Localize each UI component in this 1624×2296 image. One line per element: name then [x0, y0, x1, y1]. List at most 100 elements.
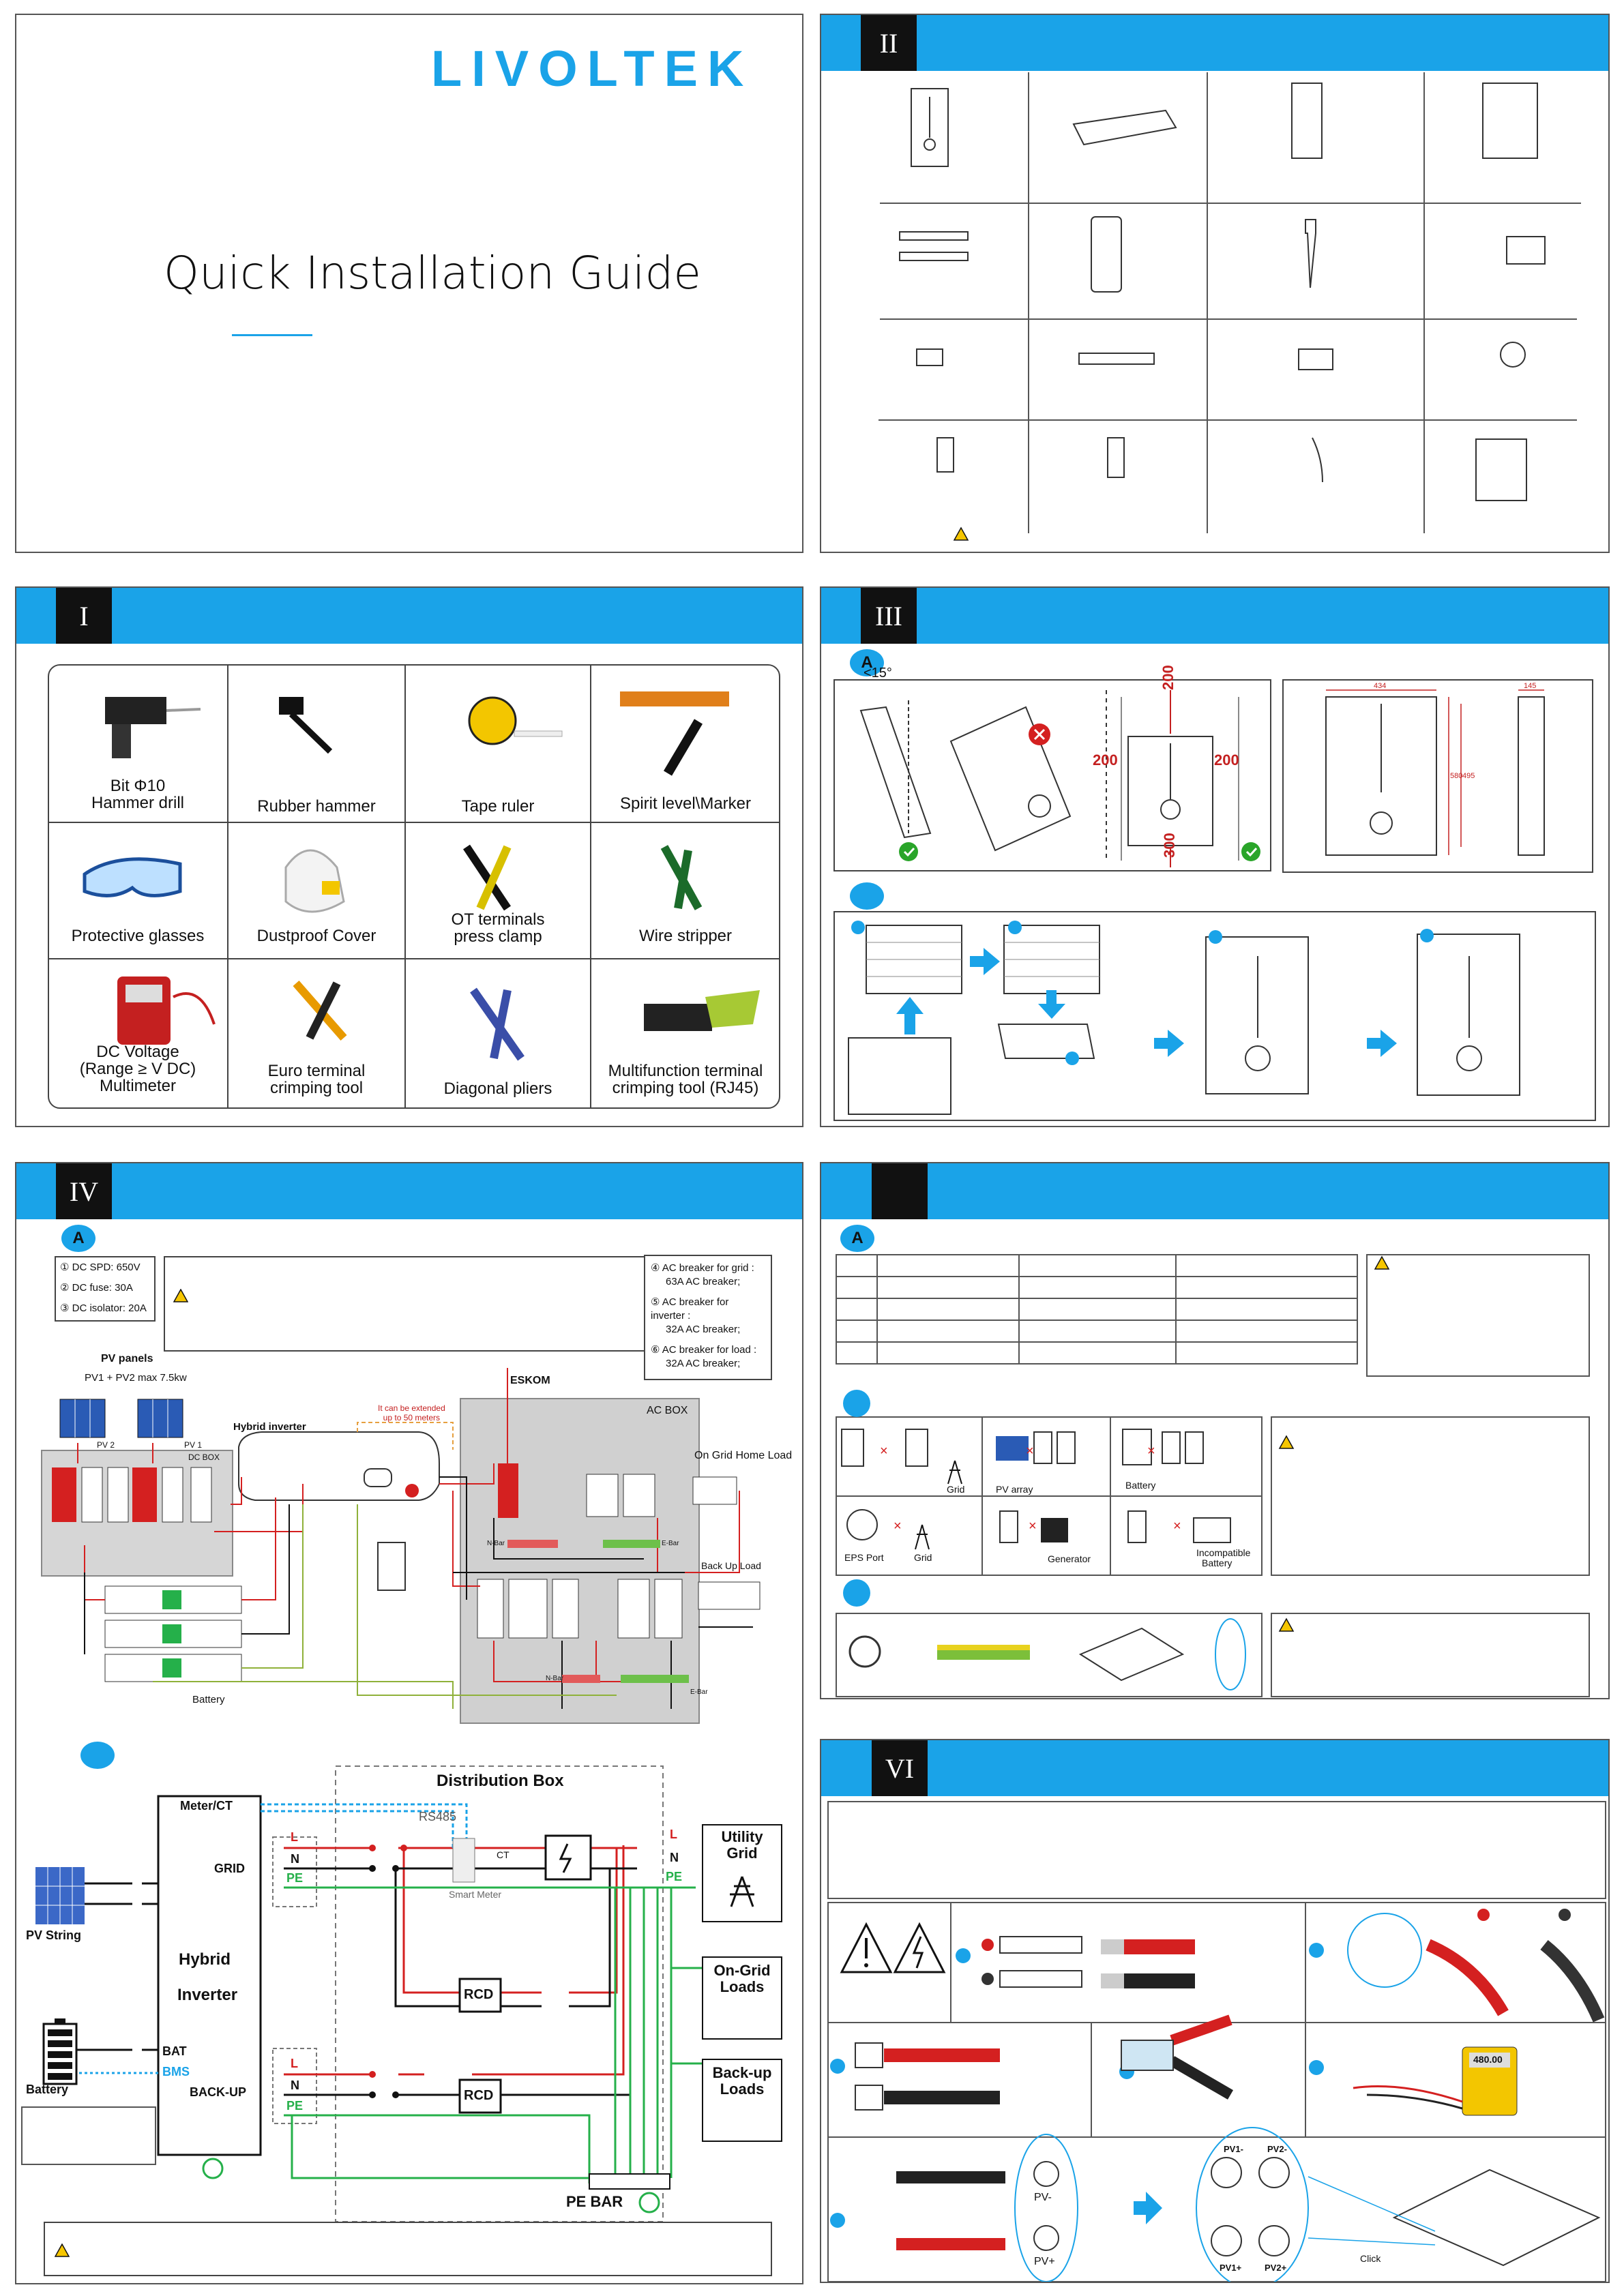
red-cable-icon	[1124, 1939, 1195, 1954]
section-v-number	[872, 1163, 928, 1219]
rj45-crimping-tool-icon	[644, 990, 760, 1031]
backup-loads-line2: Loads	[720, 2081, 765, 2098]
package-list-grid	[879, 72, 1581, 541]
line-pe-label: PE	[286, 1871, 304, 1885]
loads-label: Loads	[720, 1978, 765, 1995]
line-n-label: N	[670, 1851, 679, 1864]
battery-terminal-icon	[1091, 216, 1122, 293]
tool-label: Diagonal pliers	[443, 1079, 552, 1098]
arrow-up-icon	[896, 997, 924, 1034]
inverter-icon	[905, 1429, 928, 1467]
inverter-icon	[841, 1429, 864, 1467]
line-pe-label: PE	[666, 1870, 683, 1883]
pv1-minus-label: PV1-	[1224, 2144, 1243, 2154]
pv1-plus-label: PV1+	[1220, 2263, 1242, 2273]
grid-connector-icon	[1482, 83, 1538, 159]
dc-box-label: DC BOX	[188, 1452, 220, 1462]
multimeter-icon	[117, 976, 216, 1045]
compat-label-generator: Generator	[1048, 1553, 1091, 1564]
ok-icon	[899, 842, 918, 861]
distribution-box-label: Distribution Box	[437, 1772, 564, 1790]
section-vi-panel: VI	[820, 1739, 1610, 2283]
clearance-left: 200	[1093, 751, 1118, 769]
on-grid-loads-block	[702, 1956, 782, 2040]
tilt-angle: <15°	[863, 666, 892, 681]
inverter-icon	[999, 1510, 1018, 1543]
back-up-load-label: Back Up Load	[701, 1560, 761, 1571]
section-iii-panel: III A	[820, 586, 1610, 1127]
pv-max-label: PV1 + PV2 max 7.5kw	[85, 1372, 187, 1384]
dimension-height-1: 580	[1450, 772, 1463, 780]
arrow-right-icon	[970, 948, 1000, 975]
section-iii-number: III	[861, 588, 917, 644]
inverter-label: Inverter	[177, 1986, 238, 2004]
backup-loads-line1: Back-up	[712, 2064, 772, 2081]
pv2-minus-label: PV2-	[1267, 2144, 1287, 2154]
ot-terminal-icon	[848, 1635, 881, 1668]
grid-terminals	[272, 1836, 317, 1907]
wiring-diagram	[52, 1368, 761, 1709]
tools-grid	[48, 664, 780, 1109]
incompatible-battery-icon	[1193, 1517, 1231, 1543]
spec-grid-breaker: ④ AC breaker for grid :	[651, 1262, 754, 1274]
tool-label: Euro terminal crimping tool	[267, 1062, 366, 1098]
usb-stick-icon	[1107, 437, 1125, 478]
clearance-top: 200	[1160, 665, 1177, 690]
extend-note-line2: up to 50 meters	[383, 1413, 441, 1422]
tool-label: DC Voltage (Range ≥ V DC) Multimeter	[79, 1043, 196, 1096]
spec-inverter-breaker-value: 32A AC breaker;	[666, 1324, 741, 1335]
arrow-right-icon	[1367, 1030, 1397, 1057]
tools-table	[48, 664, 780, 1109]
diagonal-pliers-icon	[470, 987, 525, 1061]
section-i-number: I	[56, 588, 112, 644]
spec-grid-breaker-value: 63A AC breaker;	[666, 1276, 741, 1287]
hammer-drill-icon	[105, 697, 201, 758]
hybrid-inverter-block	[157, 1795, 262, 2156]
multimeter-reading: 480.00	[1473, 2054, 1503, 2065]
pv-plus-label: PV+	[1034, 2256, 1055, 2267]
pv2-plus-label: PV2+	[1265, 2263, 1287, 2273]
n-bar	[562, 1675, 600, 1683]
compat-label-battery: Battery	[1125, 1480, 1156, 1491]
section-iv-panel: IV A ① DC SPD: 650V ② DC fuse: 30A ③ DC …	[15, 1162, 803, 2284]
warning-icon	[173, 1289, 188, 1302]
eps-port-icon	[846, 1509, 878, 1540]
on-grid-home-load-label: On Grid Home Load	[694, 1450, 793, 1461]
tape-ruler-icon	[468, 696, 563, 745]
ac-box-label: AC BOX	[647, 1405, 688, 1416]
spec-inverter-breaker: ⑤ AC breaker for inverter :	[651, 1296, 729, 1322]
tool-label: Spirit level\Marker	[619, 794, 752, 813]
line-n-label: N	[291, 2078, 299, 2092]
warning-icon	[1278, 1435, 1295, 1449]
section-vi-number: VI	[872, 1740, 928, 1796]
inverter-icon	[1392, 2168, 1601, 2267]
ct-item-icon	[916, 348, 943, 366]
spec-dc-fuse: ② DC fuse: 30A	[60, 1282, 133, 1294]
n-bar-label: N-Bar	[546, 1675, 564, 1682]
line-n-label: N	[291, 1852, 299, 1866]
cover-panel: LIVOLTEK Quick Installation Guide	[15, 14, 803, 553]
tool-label: Rubber hammer	[257, 797, 376, 816]
guide-title: Quick Installation Guide	[164, 247, 701, 299]
spec-load-breaker-value: 32A AC breaker;	[666, 1358, 741, 1369]
pv-panel-icon	[59, 1399, 183, 1438]
title-underline	[232, 334, 312, 336]
section-i-panel: I Bit Φ10 Hammer drill Rubber hammer Tap…	[15, 586, 803, 1127]
pv-connection-steps	[827, 1801, 1606, 2282]
line-l-label: L	[670, 1828, 677, 1841]
black-cable-icon	[1124, 1973, 1195, 1988]
e-bar	[621, 1675, 689, 1683]
wiring-note-box	[164, 1256, 649, 1352]
ok-icon	[1241, 842, 1260, 861]
on-grid-label: On-Grid	[713, 1962, 771, 1979]
utility-label: Utility	[721, 1828, 763, 1845]
section-v-panel: A ××××××	[820, 1162, 1610, 1699]
battery-label: Battery	[26, 2083, 69, 2096]
clearance-right: 200	[1214, 751, 1239, 769]
svg-text:×: ×	[1029, 1519, 1037, 1534]
dustproof-mask-icon	[284, 849, 345, 913]
section-v-header	[821, 1163, 1608, 1219]
rcd-label: RCD	[464, 1987, 494, 2002]
section-iv-number: IV	[56, 1163, 112, 1219]
bottom-warning-box	[44, 2222, 772, 2276]
